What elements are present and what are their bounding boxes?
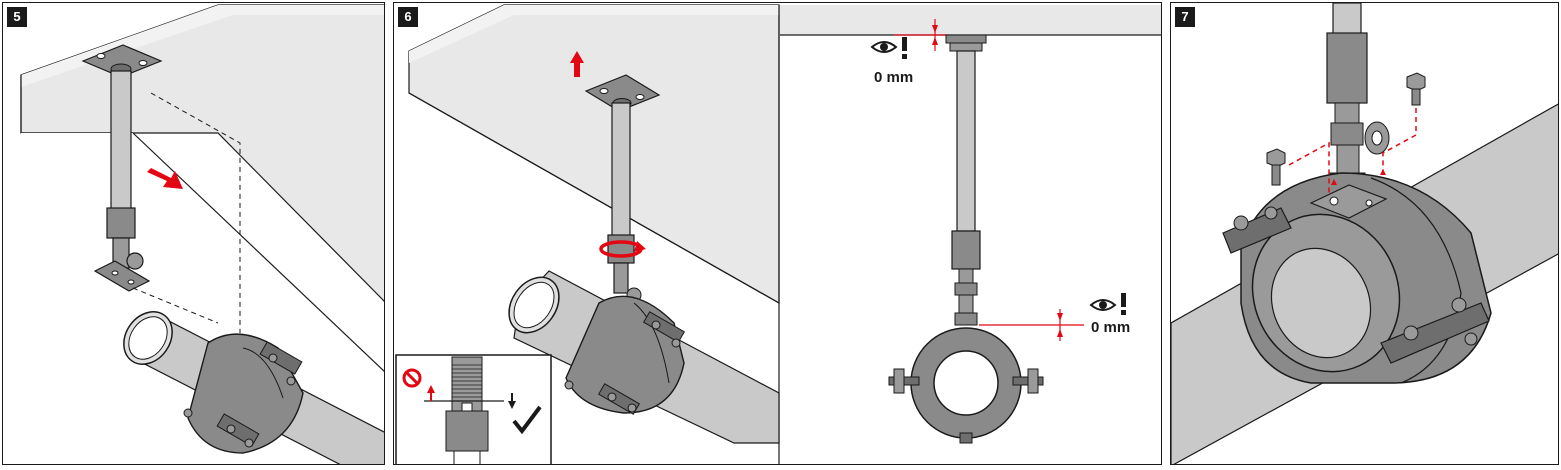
- clamp-plate: [1309, 184, 1388, 219]
- eye-warning-icon: [870, 37, 907, 59]
- eye-warning-icon: [1089, 293, 1126, 315]
- step-5-panel: 5: [2, 2, 385, 465]
- arrow-icon: [147, 168, 183, 189]
- step-number-5: 5: [7, 7, 27, 27]
- threaded-rod: [1332, 3, 1362, 39]
- prohibited-icon: [402, 368, 422, 388]
- rod-coupler: [106, 207, 136, 239]
- ceiling-plate: [584, 74, 661, 112]
- clamp-plate: [93, 260, 151, 292]
- step-7-panel: 7: [1170, 2, 1559, 465]
- threaded-rod: [110, 70, 132, 212]
- step-5-illustration: [20, 4, 384, 464]
- step-number-6: 6: [398, 7, 418, 27]
- bottom-clearance-label: 0 mm: [1091, 319, 1131, 336]
- step-number-7: 7: [1175, 7, 1195, 27]
- pipe-section: [933, 350, 999, 416]
- bolt-right: [1406, 72, 1426, 106]
- top-clearance-label: 0 mm: [874, 69, 914, 86]
- threaded-rod: [611, 102, 631, 239]
- ceiling-slab: [408, 4, 780, 305]
- ceiling-section: [780, 5, 1161, 35]
- checkmark-icon: [512, 405, 542, 435]
- rod-coupler: [607, 234, 635, 264]
- ceiling-plate: [81, 44, 163, 78]
- arrow-icon: [570, 51, 584, 77]
- threaded-rod: [956, 50, 976, 232]
- bolt-left: [1266, 148, 1286, 186]
- pipe-clamp: [187, 333, 304, 454]
- step-6-illustration: [395, 4, 1161, 464]
- rod-coupler: [1326, 32, 1368, 104]
- step-7-illustration: [1171, 3, 1558, 464]
- rod-coupler: [951, 230, 981, 270]
- step-6-panel: 6: [393, 2, 1162, 465]
